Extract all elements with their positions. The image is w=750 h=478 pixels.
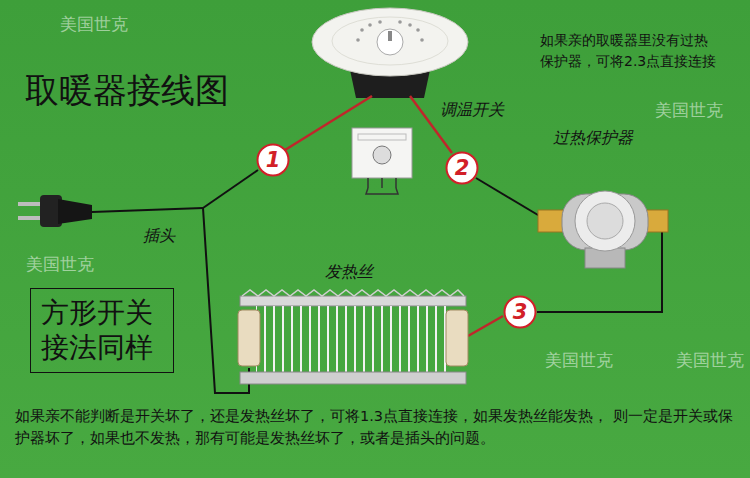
switch-knob bbox=[373, 146, 391, 164]
protector-cap bbox=[575, 191, 635, 251]
diagram-title: 取暖器接线图 bbox=[25, 70, 229, 111]
plug-sleeve bbox=[58, 199, 92, 224]
callout-circle-outline bbox=[258, 145, 289, 176]
heater-top-bracket bbox=[240, 296, 466, 306]
callout-label: 3 bbox=[513, 302, 528, 323]
wire bbox=[476, 178, 543, 218]
black-wires bbox=[92, 170, 662, 393]
callout-number: 1 bbox=[256, 143, 290, 177]
callout-circle-outline bbox=[505, 297, 536, 328]
wire bbox=[203, 170, 258, 208]
thermal-protector bbox=[538, 191, 668, 268]
watermark: 美国世克 bbox=[545, 350, 613, 371]
knob-pointer bbox=[388, 31, 392, 41]
heater-bottom-bracket bbox=[240, 372, 466, 384]
heater-coils bbox=[256, 306, 450, 374]
callout-label: 2 bbox=[455, 158, 470, 179]
note-text: 如果亲不能判断是开关坏了，还是发热丝坏了，可将1.3点直接连接，如果发热丝能发热… bbox=[15, 406, 737, 450]
callout-number: 2 bbox=[445, 151, 479, 185]
thermostat-dots bbox=[356, 20, 424, 42]
callout-label: 1 bbox=[266, 150, 281, 171]
heating-element bbox=[238, 290, 468, 384]
note-text: 如果亲的取暖器里没有过热 保护器，可将2.3点直接连接 bbox=[540, 30, 722, 72]
switch-pins bbox=[366, 178, 398, 194]
part-name: 插头 bbox=[143, 226, 175, 246]
watermark: 美国世克 bbox=[676, 350, 744, 371]
thermostat-ring bbox=[332, 17, 448, 65]
note-box: 方形开关 接法同样 bbox=[30, 288, 174, 373]
watermark: 美国世克 bbox=[655, 100, 723, 121]
part-name: 调温开关 bbox=[440, 100, 504, 120]
box-text: 方形开关 接法同样 bbox=[41, 295, 161, 365]
protector-dome bbox=[587, 203, 623, 239]
thermostat-face bbox=[312, 8, 468, 76]
switch-scale bbox=[358, 134, 406, 140]
callout-number: 3 bbox=[503, 295, 537, 329]
watermark: 美国世克 bbox=[60, 14, 128, 35]
plug bbox=[18, 195, 92, 227]
callout-circle-outline bbox=[447, 153, 478, 184]
switch-body bbox=[352, 128, 412, 178]
heater-terminal bbox=[446, 310, 468, 366]
thermostat-knob bbox=[377, 29, 403, 55]
part-name: 过热保护器 bbox=[553, 128, 633, 148]
watermark: 美国世克 bbox=[26, 254, 94, 275]
small-switch bbox=[352, 128, 412, 194]
red-wire bbox=[468, 316, 503, 336]
heater-teeth bbox=[242, 290, 464, 296]
part-name: 发热丝 bbox=[325, 262, 373, 282]
heater-terminal bbox=[238, 310, 260, 366]
thermostat-panel bbox=[312, 8, 468, 98]
power-cord bbox=[92, 208, 203, 212]
